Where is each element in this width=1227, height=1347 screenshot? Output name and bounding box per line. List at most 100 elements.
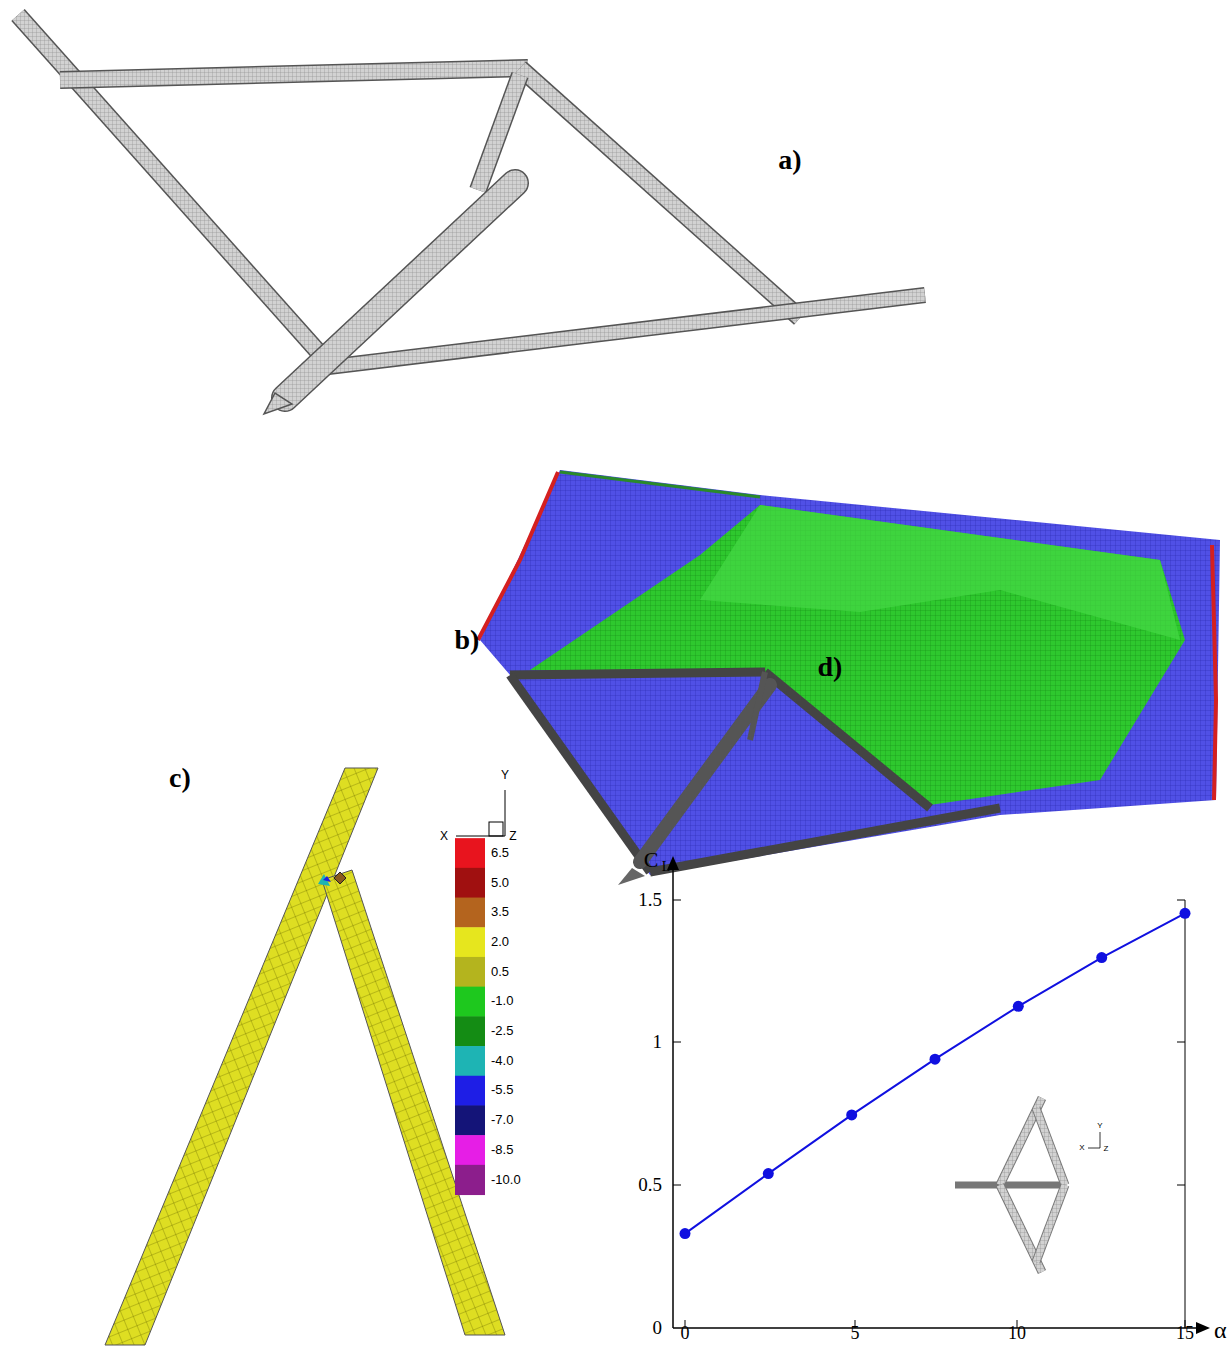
axis-name: Y [1097, 1122, 1102, 1131]
legend-value: -10.0 [491, 1173, 521, 1187]
axis-line [505, 790, 506, 836]
tick-label: 1 [653, 1032, 663, 1053]
legend-value: 6.5 [491, 846, 509, 860]
tick-label: 0 [681, 1324, 690, 1344]
legend-value: -5.5 [491, 1083, 513, 1097]
tick-label: 10 [1008, 1324, 1026, 1344]
wing [1036, 1185, 1065, 1262]
panel-label: c) [169, 763, 191, 794]
wing [510, 675, 650, 872]
wake-edge [1212, 545, 1216, 800]
legend-value: -2.5 [491, 1024, 513, 1038]
colour-swatch [455, 1105, 485, 1135]
axis-name: Z [1104, 1145, 1109, 1154]
wing [520, 68, 800, 318]
axis-corner [489, 822, 503, 836]
axis-line [1100, 1132, 1101, 1148]
data-point [930, 1054, 941, 1065]
nose-cone [618, 868, 645, 885]
wing [1036, 1108, 1065, 1185]
colour-swatch [455, 898, 485, 928]
wake-edge [560, 472, 760, 497]
wake-sheet [700, 505, 1180, 640]
wing [765, 672, 930, 808]
legend-value: -8.5 [491, 1143, 513, 1157]
data-point [1180, 908, 1191, 919]
stress-spot [334, 872, 346, 884]
colour-swatch [455, 1135, 485, 1165]
wake-visualisation [478, 470, 1220, 885]
axis-line [672, 866, 674, 1328]
wing [1036, 1108, 1065, 1185]
axis-name: X [440, 830, 448, 843]
wing-outline [320, 295, 925, 368]
legend-value: 3.5 [491, 905, 509, 919]
fuselage [285, 183, 515, 398]
axis-arrow [667, 856, 679, 870]
colour-swatch [455, 868, 485, 898]
axis-line [1185, 900, 1186, 1328]
axis-name: X [1079, 1144, 1084, 1153]
legend-value: 5.0 [491, 876, 509, 890]
colour-swatch [455, 1046, 485, 1076]
fin [750, 672, 765, 740]
panel-label: d) [818, 652, 843, 683]
axis-arrow [1196, 1322, 1210, 1334]
axis-line [1088, 1148, 1100, 1149]
panel-label: a) [778, 145, 801, 176]
beam [322, 870, 505, 1335]
colour-swatch [455, 927, 485, 957]
data-points [680, 908, 1191, 1239]
axis-name: Y [501, 769, 509, 782]
axis-title: C [644, 848, 659, 872]
legend-value: -1.0 [491, 994, 513, 1008]
colour-bar [455, 838, 485, 1195]
axis-name: Z [509, 830, 516, 843]
lift-chart [667, 856, 1210, 1334]
fuselage [640, 685, 770, 862]
axis-title-subscript: L [662, 859, 671, 874]
colour-swatch [455, 1076, 485, 1106]
tick-label: 5 [851, 1324, 860, 1344]
data-point [763, 1168, 774, 1179]
colour-swatch [455, 1165, 485, 1195]
wing-outline [60, 68, 528, 80]
inset-planform [955, 1098, 1100, 1272]
wake-edge [478, 472, 558, 640]
wing [1036, 1185, 1065, 1262]
colour-swatch [455, 957, 485, 987]
beam [105, 768, 378, 1345]
wing-outline [520, 68, 800, 318]
data-point [846, 1109, 857, 1120]
fuselage [955, 1182, 1065, 1189]
wing [650, 808, 1000, 872]
data-line [685, 913, 1185, 1233]
tick-label: 15 [1176, 1324, 1194, 1344]
colour-swatch [455, 1016, 485, 1046]
axis-title: α [1214, 1317, 1227, 1343]
tick-label: 0.5 [638, 1175, 662, 1196]
aircraft-mesh [18, 15, 925, 414]
wing [320, 295, 925, 368]
legend-value: 0.5 [491, 965, 509, 979]
legend-value: -4.0 [491, 1054, 513, 1068]
fuselage-outline [285, 183, 515, 398]
tick-marks [673, 900, 1185, 1328]
nose-cone [264, 393, 292, 414]
data-point [680, 1228, 691, 1239]
wake-sheet [480, 470, 1220, 875]
wing [60, 68, 528, 80]
tick-label: 1.5 [638, 890, 662, 911]
data-point [1013, 1001, 1024, 1012]
wing [510, 672, 765, 675]
colour-swatch [455, 987, 485, 1017]
structure-mesh [105, 768, 505, 1345]
stress-spot [323, 876, 331, 882]
stress-spot [318, 874, 330, 886]
panel-label: b) [455, 625, 480, 656]
legend-value: -7.0 [491, 1113, 513, 1127]
colour-swatch [455, 838, 485, 868]
legend-value: 2.0 [491, 935, 509, 949]
